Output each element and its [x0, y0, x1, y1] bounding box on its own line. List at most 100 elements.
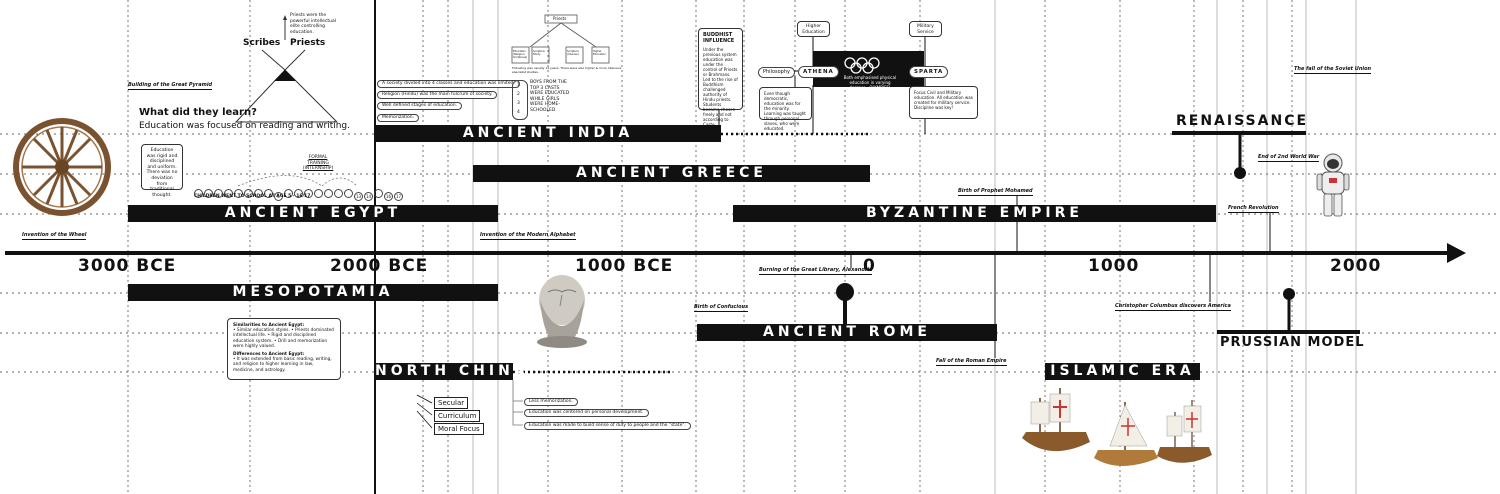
- india-note-3: Well defined stages of education.: [377, 102, 463, 110]
- india-flow-box-4: Higher Education: [593, 50, 606, 57]
- age-circle: [374, 189, 383, 198]
- prussian-label: PRUSSIAN MODEL: [1220, 335, 1365, 350]
- greece-athena-note: Even though democratic, education was fo…: [759, 87, 812, 131]
- age-circle: 17: [394, 192, 403, 201]
- greece-higher-education: Higher Education: [797, 21, 830, 37]
- greece-athena: ATHENA: [798, 66, 839, 78]
- india-stage-num: 1: [517, 83, 520, 88]
- india-priests-box: Priests: [553, 16, 567, 21]
- ships-illustration: [1022, 388, 1212, 466]
- greece-olympic-note: Both emphasised physical education in va…: [843, 75, 897, 90]
- event-mohamed: Birth of Prophet Mohamed: [958, 188, 1033, 196]
- age-circle: [254, 189, 263, 198]
- age-circle: [334, 189, 343, 198]
- mesopotamia-note: Similarities to Ancient Egypt: • Similar…: [227, 318, 341, 380]
- event-wheel: Invention of the Wheel: [22, 232, 87, 240]
- india-flow-box-3: Scripture (Intense): [567, 50, 579, 57]
- india-stage-num: 4: [517, 110, 520, 115]
- era-bar-mesopotamia: MESOPOTAMIA: [128, 284, 498, 301]
- era-bar-byzantine-empire: BYZANTINE EMPIRE: [733, 205, 1216, 222]
- event-pyramid: Building of the Great Pyramid: [128, 82, 213, 90]
- year-label-1000: 1000: [1088, 256, 1140, 276]
- era-bar-ancient-rome: ANCIENT ROME: [697, 324, 997, 341]
- india-stage-column: 1 2 3 4: [512, 80, 528, 120]
- age-circle: [314, 189, 323, 198]
- china-tag-moral-focus: Moral Focus: [434, 423, 484, 435]
- egypt-answer: Education was focused on reading and wri…: [139, 121, 350, 131]
- year-label-3000bce: 3000 BCE: [78, 256, 177, 276]
- age-circle: [244, 189, 253, 198]
- india-note-2: Religion (Hindu) was the main fulcrum of…: [377, 91, 498, 99]
- age-circle: [264, 189, 273, 198]
- event-columbus: Christopher Columbus discovers America: [1115, 303, 1231, 311]
- mesopotamia-similarities-body: • Similar education styles. • Priests do…: [233, 328, 334, 349]
- age-circle: [214, 189, 223, 198]
- china-note-1: Less memorization.: [524, 398, 578, 406]
- age-circle: [284, 189, 293, 198]
- era-bar-ancient-greece: ANCIENT GREECE: [473, 165, 870, 182]
- age-circle: 5: [274, 192, 283, 201]
- china-note-3: Education was made to build sense of dut…: [524, 422, 691, 430]
- year-label-1000bce: 1000 BCE: [575, 256, 674, 276]
- wheel-illustration: [13, 118, 111, 216]
- india-note-4: Memorization.: [377, 114, 420, 122]
- age-circle: [204, 189, 213, 198]
- event-alphabet: Invention of the Modern Alphabet: [480, 232, 576, 240]
- astronaut-illustration: [1316, 153, 1350, 217]
- china-tag-curriculum: Curriculum: [434, 410, 481, 422]
- age-circle: [224, 189, 233, 198]
- india-stage-num: 3: [517, 101, 520, 106]
- event-rome-fall: Fall of the Roman Empire: [936, 358, 1007, 366]
- india-note-1: A society divided into 4 classes and edu…: [377, 80, 520, 88]
- india-boys-note: BOYS FROM THE TOP 3 CASTS WERE EDUCATED …: [530, 80, 570, 113]
- india-flow-caption: Following was usually 12 years. There we…: [512, 66, 622, 74]
- buddhist-title: BUDDHIST INFLUENCE: [703, 32, 735, 44]
- age-circle: [344, 189, 353, 198]
- buddhist-body: Under the previous system education was …: [703, 47, 738, 127]
- age-circle: [234, 189, 243, 198]
- india-flow-box-1: Education (Religion, Scriptures): [513, 50, 528, 60]
- age-circle: 16: [384, 192, 393, 201]
- rome-marker: [836, 283, 854, 301]
- egypt-priests: Priests: [290, 38, 326, 48]
- renaissance-marker: [1234, 167, 1246, 179]
- era-bar-north-china: NORTH CHINA: [375, 363, 529, 380]
- egypt-question: What did they learn?: [139, 107, 257, 118]
- year-label-2000: 2000: [1330, 256, 1382, 276]
- age-circle: [294, 189, 303, 198]
- india-stage-num: 2: [517, 92, 520, 97]
- egypt-training-label: FORMAL TRAINING (INTERNSHIP): [302, 155, 334, 171]
- mesopotamia-similarities-title: Similarities to Ancient Egypt:: [233, 323, 305, 328]
- greece-military-service: Military Service: [909, 21, 942, 37]
- age-circle: [194, 189, 203, 198]
- egypt-hierarchy-triangle: [234, 15, 339, 123]
- egypt-scribes: Scribes: [243, 38, 281, 48]
- india-flow-box-2: Scripture Study: [533, 50, 545, 57]
- mesopotamia-differences-title: Differences to Ancient Egypt:: [233, 352, 305, 358]
- event-library: Burning of the Great Library, Alexandria: [759, 267, 873, 275]
- china-arrows: [416, 394, 433, 429]
- egypt-priests-note: Priests were the powerful intellectual e…: [290, 13, 337, 35]
- greece-sparta-note: Focus Civil and Military education. All …: [909, 86, 978, 119]
- prussian-bar: [1217, 330, 1360, 334]
- india-flow-diagram: [511, 14, 610, 64]
- renaissance-label: RENAISSANCE: [1176, 113, 1309, 129]
- year-label-2000bce: 2000 BCE: [330, 256, 429, 276]
- egypt-age-caption: CHILDREN WENT TO SCHOOL AT AGE 5 - 16/17: [194, 194, 311, 199]
- event-ww2: End of 2nd World War: [1258, 154, 1320, 162]
- era-bar-islamic-era: ISLAMIC ERA: [1045, 363, 1200, 380]
- age-circle: [324, 189, 333, 198]
- event-french-revolution: French Revolution: [1228, 205, 1279, 213]
- greece-philosophy: Philosophy: [758, 67, 795, 78]
- greece-sparta: SPARTA: [909, 66, 949, 78]
- renaissance-bar: [1172, 131, 1306, 135]
- event-soviet: The fall of the Soviet Union: [1294, 66, 1372, 74]
- prussian-marker: [1283, 288, 1295, 300]
- egypt-rigid-note: Education was rigid and disciplined and …: [141, 144, 183, 198]
- year-label-0: 0: [863, 256, 876, 276]
- age-circle: [304, 189, 313, 198]
- china-note-2: Education was centered on personal devel…: [524, 409, 649, 417]
